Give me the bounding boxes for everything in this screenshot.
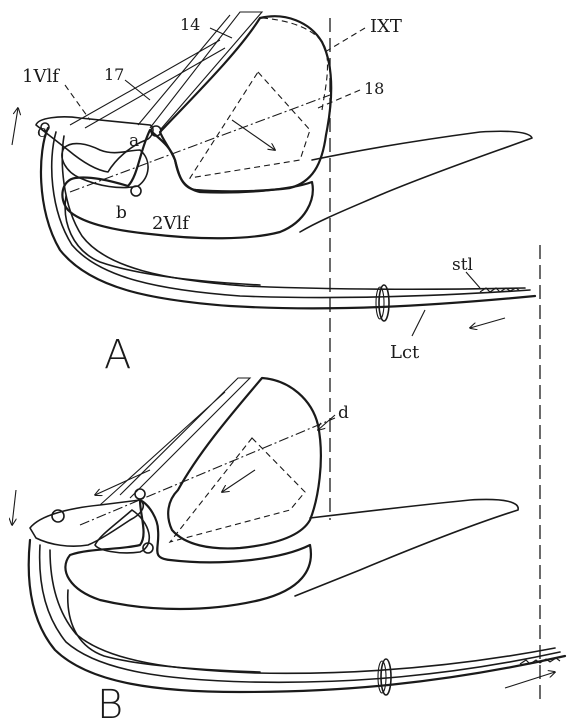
downward-arrow-b [12, 490, 16, 525]
muscle-18-dashdot-line [70, 95, 330, 192]
stylet-rod-middle-b [40, 545, 560, 682]
third-valvula-b [295, 499, 518, 596]
label-panel-b: B [97, 682, 123, 719]
label-panel-a: A [104, 332, 131, 378]
muscle-bands-b [100, 378, 250, 505]
label-second-valvifer: 2Vlf [152, 213, 190, 234]
ninth-tergum-plate-b [168, 378, 321, 548]
leader-lct [412, 310, 425, 336]
label-point-a: a [129, 131, 139, 151]
stylet-rod-outer-b [29, 540, 565, 692]
label-point-b: b [116, 203, 127, 223]
panel-a-drawing [12, 12, 540, 705]
rightward-arrow-b [505, 672, 555, 688]
label-lancet: Lct [390, 342, 420, 363]
label-muscle-14: 14 [180, 15, 200, 34]
label-stylet: stl [452, 255, 473, 275]
panel-b-drawing [12, 378, 565, 695]
muscle-dashed-triangle-b [170, 438, 305, 542]
muscle-arrow-inner-b [222, 470, 255, 492]
muscle-18-arrow [232, 120, 275, 150]
label-ninth-tergum: IXT [370, 16, 402, 37]
muscle-17-band [70, 40, 225, 128]
upward-arrow-a [12, 108, 18, 145]
muscle-arrow-b [95, 470, 150, 495]
ninth-tergum-plate [160, 16, 331, 191]
stylet-rod-inner-b [50, 550, 555, 673]
label-point-d: d [338, 403, 349, 423]
leftward-arrow-a [470, 318, 505, 328]
label-muscle-17: 17 [104, 65, 124, 84]
label-muscle-18: 18 [364, 79, 384, 98]
leader-17 [125, 80, 150, 100]
dashdot-line-b [80, 418, 335, 525]
tergum-dashed-outline [262, 18, 327, 110]
lancet-rod-loop [65, 196, 260, 285]
second-valvifer-b [65, 500, 311, 609]
leader-ixt [325, 28, 365, 52]
label-point-c: c [37, 122, 47, 142]
leader-1vlf [65, 85, 90, 120]
leader-d [318, 415, 335, 430]
third-valvula [300, 131, 532, 232]
muscle-18-outline [190, 72, 310, 178]
articulation-b [131, 186, 141, 196]
articulation-upper-b [135, 489, 145, 499]
first-valvifer-b [30, 500, 143, 546]
label-first-valvifer: 1Vlf [22, 66, 60, 87]
